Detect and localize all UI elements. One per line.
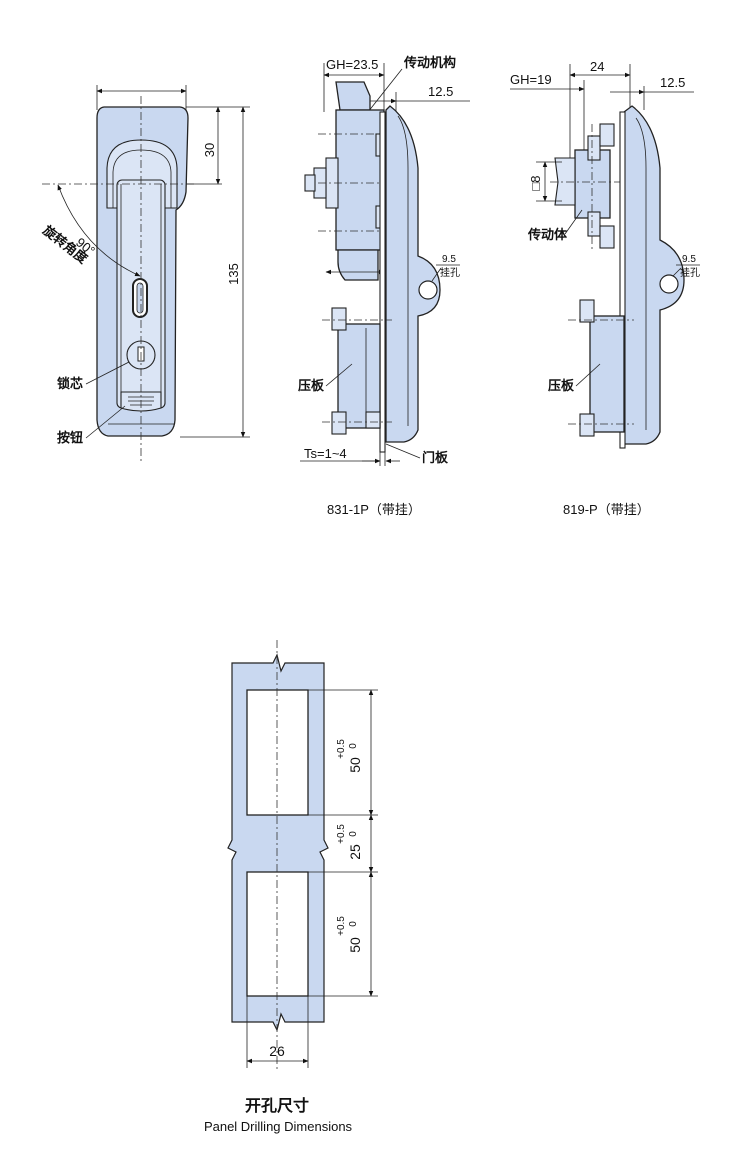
dim-12-5-a: 12.5 (428, 84, 453, 99)
hang-hole-831 (418, 280, 438, 300)
side-view-831: GH=23.5 传动机构 12.5 (298, 55, 470, 517)
caption-831: 831-1P（带挂） (327, 502, 421, 517)
dim-lower-50: 50 (347, 937, 363, 953)
dim-gh-23-5: GH=23.5 (326, 57, 378, 72)
dim-24: 24 (590, 59, 604, 74)
lower-slot (246, 871, 309, 997)
dim-30: 30 (202, 143, 217, 157)
door-panel (379, 111, 386, 453)
dim-width-26: 26 (269, 1043, 285, 1059)
cutout-title-cn: 开孔尺寸 (245, 1096, 309, 1115)
tol-gap-plus: +0.5 (336, 824, 347, 844)
side-view-819: 24 GH=19 12.5 □8 传动体 9.5 (510, 59, 700, 517)
rotation-arc (57, 184, 141, 277)
label-button: 按钮 (57, 430, 83, 445)
handle-side-profile-819 (623, 105, 685, 445)
dim-12-5-b: 12.5 (660, 75, 685, 90)
press-plate-819 (589, 315, 625, 433)
label-press-plate-831: 压板 (298, 378, 325, 393)
tol-upper-plus: +0.5 (336, 739, 347, 759)
mechanism-housing (335, 109, 385, 251)
dim-gh-19: GH=19 (510, 72, 552, 87)
dim-gap-25: 25 (347, 844, 363, 860)
tol-lower-plus: +0.5 (336, 916, 347, 936)
panel-cutout: 50 +0.5 0 25 +0.5 0 50 +0.5 0 26 开孔尺寸 Pa… (204, 640, 378, 1134)
cutout-title-en: Panel Drilling Dimensions (204, 1119, 353, 1134)
label-mechanism: 传动机构 (403, 55, 456, 70)
mechanism-shaft (335, 81, 371, 111)
hang-hole-819 (659, 274, 679, 294)
label-drive-body: 传动体 (527, 227, 568, 242)
dim-9-5-831: 9.5 (442, 254, 456, 265)
upper-slot (246, 689, 309, 816)
dim-ts: Ts=1~4 (304, 446, 347, 461)
dim-9-5-819: 9.5 (682, 254, 696, 265)
caption-819: 819-P（带挂） (563, 502, 650, 517)
label-door-panel: 门板 (422, 450, 449, 465)
front-view: 30 135 90° 旋转角度 锁芯 按钮 (39, 85, 250, 462)
dim-square-8: □8 (528, 175, 543, 190)
tol-upper-zero: 0 (348, 743, 359, 749)
label-press-plate-819: 压板 (548, 378, 575, 393)
handle-side-profile (385, 105, 441, 443)
dim-upper-50: 50 (347, 757, 363, 773)
tol-lower-zero: 0 (348, 921, 359, 927)
dim-135: 135 (226, 263, 241, 285)
label-lock-core: 锁芯 (57, 376, 83, 391)
label-hang-hole-831: 挂孔 (440, 266, 460, 279)
label-hang-hole-819: 挂孔 (680, 266, 700, 279)
tol-gap-zero: 0 (348, 831, 359, 837)
